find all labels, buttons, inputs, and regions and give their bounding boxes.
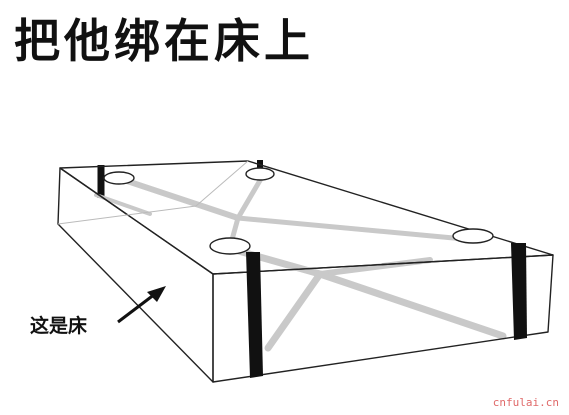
strap-front-left	[246, 252, 263, 378]
ropes	[94, 174, 507, 352]
strap-front-right	[511, 243, 527, 340]
hole-front-right	[452, 228, 494, 244]
bed-label: 这是床	[30, 315, 88, 337]
holes	[103, 167, 494, 255]
front-straps	[246, 243, 527, 378]
hole-rear-right	[245, 167, 275, 181]
rope-2	[235, 174, 265, 221]
bed-front-face	[212, 254, 554, 383]
page-title: 把他绑在床上	[14, 14, 314, 68]
rope-8	[264, 270, 324, 352]
rope-4	[235, 215, 478, 243]
hole-front-left	[209, 237, 251, 255]
rope-9	[94, 193, 152, 216]
arrow-pointer-icon	[117, 286, 166, 324]
bed-hidden-edges	[57, 160, 249, 225]
bed-side-face	[57, 167, 214, 383]
bed-outline	[57, 160, 554, 383]
hole-rear-left	[103, 171, 135, 185]
watermark: cnfulai.cn	[492, 396, 559, 409]
rope-7	[316, 270, 507, 340]
rope-1	[118, 176, 241, 221]
